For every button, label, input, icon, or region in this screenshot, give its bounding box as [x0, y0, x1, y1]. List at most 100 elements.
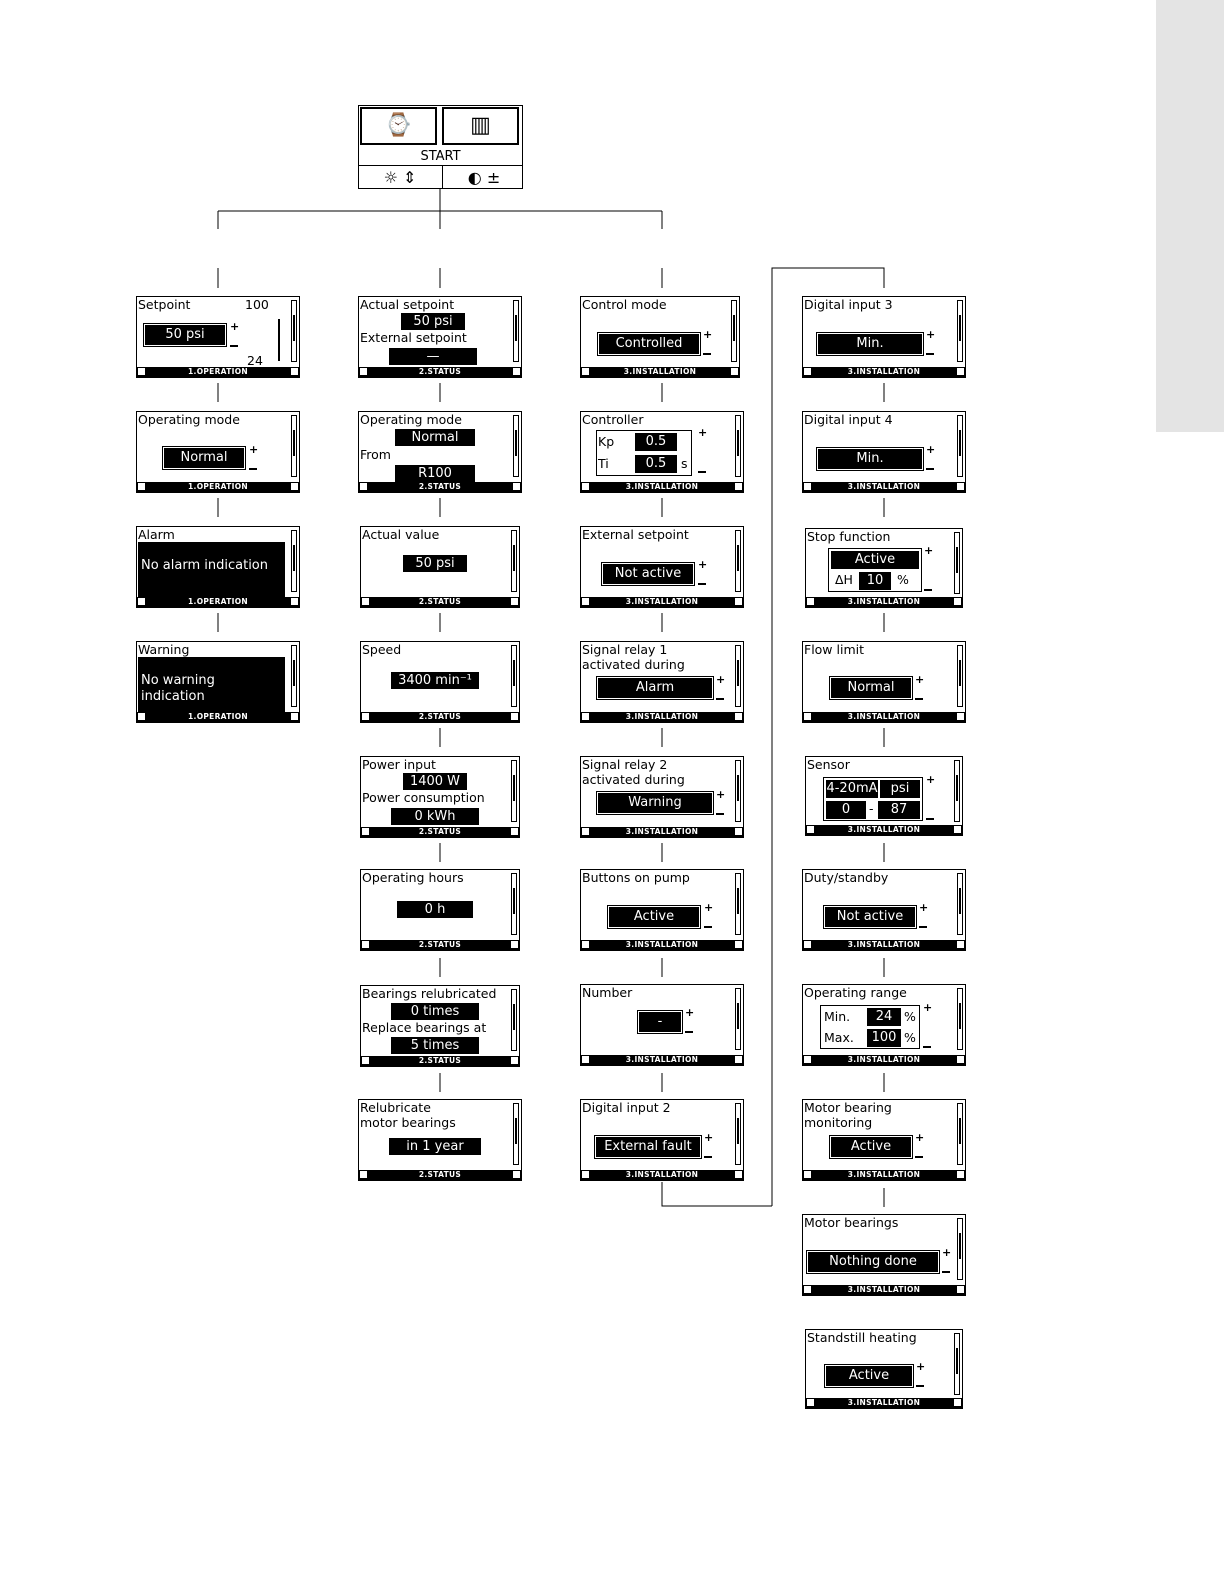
sensor-max[interactable]: 87: [878, 801, 920, 819]
scrollbar[interactable]: [954, 1333, 960, 1395]
digital2-field[interactable]: External fault: [594, 1135, 702, 1159]
plus-icon[interactable]: +: [703, 328, 713, 341]
scrollbar[interactable]: [957, 300, 963, 362]
scrollbar[interactable]: [291, 415, 297, 477]
minus-icon[interactable]: [703, 353, 711, 355]
minus-icon[interactable]: [698, 583, 706, 585]
sensor-signal[interactable]: 4-20mA: [826, 780, 878, 798]
plus-icon[interactable]: +: [926, 328, 936, 341]
plus-icon[interactable]: +: [915, 673, 925, 686]
scrollbar[interactable]: [511, 645, 517, 707]
scrollbar[interactable]: [511, 873, 517, 935]
scrollbar[interactable]: [957, 1218, 963, 1280]
buttons-field[interactable]: Active: [607, 905, 701, 929]
setpoint-field[interactable]: 50 psi: [143, 323, 227, 347]
plus-icon[interactable]: +: [926, 443, 936, 456]
digital4-field[interactable]: Min.: [816, 447, 924, 471]
operating-mode-field[interactable]: Normal: [162, 446, 246, 470]
scrollbar[interactable]: [513, 415, 519, 477]
scrollbar[interactable]: [291, 300, 297, 362]
plus-icon[interactable]: +: [698, 426, 708, 439]
scrollbar[interactable]: [957, 1103, 963, 1165]
plus-icon[interactable]: +: [924, 544, 934, 557]
scrollbar[interactable]: [291, 645, 297, 707]
minus-icon[interactable]: [716, 698, 724, 700]
scrollbar[interactable]: [954, 760, 960, 822]
scrollbar[interactable]: [735, 1103, 741, 1165]
minus-icon[interactable]: [942, 1271, 950, 1273]
minus-icon[interactable]: [923, 1046, 931, 1048]
scrollbar[interactable]: [513, 1103, 519, 1165]
scrollbar[interactable]: [957, 873, 963, 935]
scrollbar[interactable]: [735, 760, 741, 822]
scrollbar[interactable]: [954, 532, 960, 594]
standstill-field[interactable]: Active: [824, 1364, 914, 1388]
plus-icon[interactable]: +: [916, 1360, 926, 1373]
minus-icon[interactable]: [716, 813, 724, 815]
scrollbar[interactable]: [957, 415, 963, 477]
light-icon[interactable]: ☼ ⇕: [383, 168, 417, 187]
relay1-field[interactable]: Alarm: [596, 676, 714, 700]
minus-icon[interactable]: [926, 468, 934, 470]
plus-icon[interactable]: +: [704, 1131, 714, 1144]
control-mode-field[interactable]: Controlled: [597, 332, 701, 356]
plus-icon[interactable]: +: [923, 1001, 933, 1014]
minus-icon[interactable]: [919, 926, 927, 928]
menu-icon[interactable]: ⌚: [360, 107, 437, 145]
plus-icon[interactable]: +: [704, 901, 714, 914]
scrollbar[interactable]: [735, 530, 741, 592]
plus-icon[interactable]: +: [919, 901, 929, 914]
scrollbar[interactable]: [735, 645, 741, 707]
ti-value[interactable]: 0.5: [635, 455, 677, 473]
minus-icon[interactable]: [249, 468, 257, 470]
scrollbar[interactable]: [291, 530, 297, 592]
scrollbar[interactable]: [511, 989, 517, 1051]
plus-icon[interactable]: +: [230, 320, 240, 333]
range-max-value[interactable]: 100: [867, 1029, 901, 1047]
contrast-icon[interactable]: ◐ ±: [442, 166, 525, 189]
minus-icon[interactable]: [924, 589, 932, 591]
external-setpoint-field[interactable]: Not active: [601, 562, 695, 586]
scrollbar[interactable]: [735, 415, 741, 477]
minus-icon[interactable]: [926, 353, 934, 355]
plus-icon[interactable]: +: [716, 788, 726, 801]
plus-icon[interactable]: +: [915, 1131, 925, 1144]
sensor-min[interactable]: 0: [826, 801, 866, 819]
sensor-unit[interactable]: psi: [880, 780, 920, 798]
scrollbar[interactable]: [511, 760, 517, 822]
scrollbar[interactable]: [731, 300, 737, 362]
minus-icon[interactable]: [915, 1156, 923, 1158]
duty-field[interactable]: Not active: [823, 905, 917, 929]
plus-icon[interactable]: +: [698, 558, 708, 571]
scrollbar[interactable]: [957, 645, 963, 707]
kp-value[interactable]: 0.5: [635, 433, 677, 451]
scrollbar[interactable]: [957, 988, 963, 1050]
minus-icon[interactable]: [926, 818, 934, 820]
minus-icon[interactable]: [230, 345, 238, 347]
minus-icon[interactable]: [698, 471, 706, 473]
number-field[interactable]: -: [637, 1010, 683, 1034]
minus-icon[interactable]: [704, 1156, 712, 1158]
digital3-field[interactable]: Min.: [816, 332, 924, 356]
scrollbar[interactable]: [735, 873, 741, 935]
scrollbar[interactable]: [735, 988, 741, 1050]
delta-h-value[interactable]: 10: [859, 572, 891, 590]
scrollbar[interactable]: [513, 300, 519, 362]
stop-function-value[interactable]: Active: [831, 551, 919, 569]
flow-limit-field[interactable]: Normal: [829, 676, 913, 700]
minus-icon[interactable]: [916, 1385, 924, 1387]
minus-icon[interactable]: [704, 926, 712, 928]
minus-icon[interactable]: [915, 698, 923, 700]
range-min-value[interactable]: 24: [867, 1008, 901, 1026]
minus-icon[interactable]: [685, 1031, 693, 1033]
plus-icon[interactable]: +: [716, 673, 726, 686]
remote-control-icon[interactable]: ▥: [442, 107, 519, 145]
relay2-field[interactable]: Warning: [596, 791, 714, 815]
scrollbar[interactable]: [511, 530, 517, 592]
plus-icon[interactable]: +: [926, 773, 936, 786]
plus-icon[interactable]: +: [685, 1006, 695, 1019]
motor-bearings-field[interactable]: Nothing done: [806, 1250, 940, 1274]
plus-icon[interactable]: +: [249, 443, 259, 456]
plus-icon[interactable]: +: [942, 1246, 952, 1259]
motor-monitoring-field[interactable]: Active: [829, 1135, 913, 1159]
